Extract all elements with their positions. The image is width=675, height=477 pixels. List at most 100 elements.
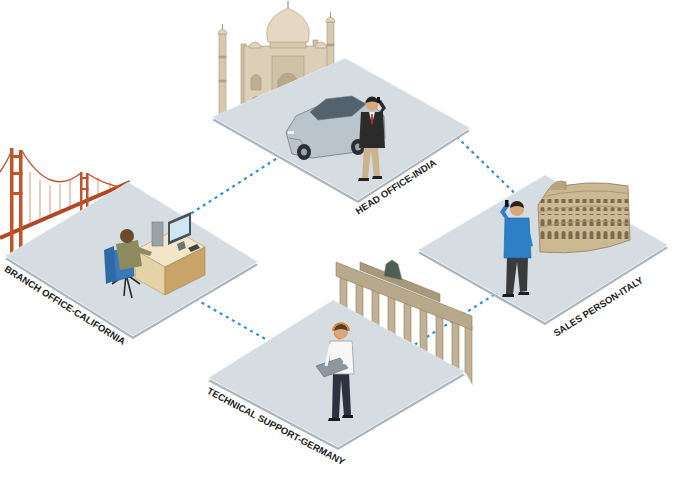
car-part — [301, 149, 307, 156]
dotted-link — [196, 299, 269, 341]
office-desk — [135, 212, 205, 295]
brandenburg-gate-part — [436, 314, 443, 424]
golden-gate-bridge-part — [80, 177, 89, 179]
office-worker-part — [116, 240, 142, 270]
support-technician-part — [332, 372, 351, 418]
colosseum-part-part — [536, 229, 632, 241]
taj-mahal-part — [251, 75, 261, 91]
car-part — [310, 96, 366, 120]
office-worker-part — [120, 229, 134, 243]
man-with-phone-part — [362, 146, 380, 178]
brandenburg-gate-part — [356, 282, 363, 392]
taj-mahal-part — [315, 42, 327, 48]
salesman-with-phone-part — [505, 200, 509, 207]
brandenburg-gate-part — [372, 288, 379, 398]
car-part — [288, 131, 294, 134]
colosseum-part — [548, 181, 566, 190]
brandenburg-gate-part — [388, 295, 395, 405]
man-with-phone-part — [358, 178, 369, 181]
golden-gate-bridge-part — [10, 172, 23, 175]
support-technician-part — [334, 325, 348, 339]
brandenburg-gate-part — [420, 308, 427, 418]
taj-mahal-part — [267, 8, 309, 42]
taj-mahal-part — [272, 56, 304, 116]
office-desk-part — [168, 212, 191, 245]
man-with-phone-part — [366, 97, 379, 104]
colosseum-part-part — [536, 199, 632, 211]
brandenburg-gate-part — [465, 326, 472, 436]
taj-mahal-part — [222, 24, 223, 30]
office-worker-part — [136, 246, 152, 256]
brandenburg-gate-part — [384, 260, 402, 280]
golden-gate-bridge-part — [80, 172, 83, 232]
brandenburg-gate — [336, 260, 472, 436]
taj-mahal-part — [288, 1, 289, 8]
taj-mahal-part — [218, 30, 227, 34]
colosseum-part-part — [536, 214, 632, 226]
golden-gate-bridge-part — [0, 150, 125, 188]
taj-mahal-part — [219, 80, 226, 82]
golden-gate-bridge-part — [80, 188, 89, 190]
support-technician-part — [334, 333, 341, 339]
taj-mahal-part — [326, 18, 335, 23]
office-worker-part — [104, 246, 116, 284]
dotted-link — [185, 156, 280, 217]
office-desk-part — [188, 244, 200, 252]
salesman-with-phone-part — [510, 202, 524, 216]
golden-gate-bridge-part — [10, 192, 23, 195]
man-with-phone — [358, 97, 386, 182]
tile-surface — [208, 300, 465, 447]
brandenburg-gate-part — [336, 262, 472, 330]
salesman-with-phone — [500, 200, 533, 297]
man-with-phone-part — [377, 97, 380, 103]
support-technician-part — [333, 323, 349, 331]
support-technician-part — [342, 415, 353, 418]
office-worker — [104, 229, 152, 298]
man-with-phone-part — [369, 112, 375, 124]
office-desk-part — [170, 216, 189, 241]
support-technician-part — [328, 418, 340, 421]
golden-gate-bridge-part — [19, 150, 23, 260]
taj-mahal-part — [219, 56, 226, 58]
taj-mahal-part — [327, 22, 334, 102]
office-desk-part — [165, 247, 205, 295]
support-technician-part — [316, 358, 348, 377]
taj-mahal-part — [315, 75, 325, 91]
support-technician-part — [334, 324, 348, 331]
golden-gate-bridge-part — [10, 148, 14, 260]
taj-mahal-part — [327, 44, 334, 46]
brandenburg-gate-part — [360, 262, 440, 302]
salesman-with-phone-part — [506, 256, 528, 294]
taj-mahal-part — [219, 34, 226, 129]
man-with-phone-part — [372, 176, 382, 179]
tile-surface — [418, 175, 668, 322]
salesman-with-phone-part — [510, 201, 524, 208]
salesman-with-phone-part — [518, 292, 529, 295]
taj-mahal-part — [251, 97, 261, 113]
brandenburg-gate-part — [452, 320, 459, 430]
taj-mahal-part — [278, 73, 298, 116]
colosseum-part — [536, 191, 632, 241]
golden-gate-bridge-part — [10, 155, 23, 158]
office-desk-part — [177, 241, 186, 251]
man-with-phone-part — [366, 98, 379, 111]
support-technician — [316, 323, 354, 421]
man-with-phone-part — [371, 114, 373, 125]
tile-surface — [212, 58, 470, 200]
support-technician-part — [326, 344, 351, 366]
taj-mahal-part — [249, 42, 261, 48]
taj-mahal-part — [327, 66, 334, 68]
golden-gate-bridge — [0, 148, 130, 260]
salesman-with-phone-part — [502, 294, 514, 297]
office-desk-part — [152, 222, 163, 246]
golden-gate-bridge-part — [86, 173, 89, 231]
colosseum — [536, 181, 632, 253]
dotted-link — [457, 137, 515, 193]
car-part — [297, 144, 311, 160]
brandenburg-gate-part — [404, 301, 411, 411]
man-with-phone-part — [359, 112, 385, 148]
colosseum-part-part — [536, 191, 632, 228]
taj-mahal-part — [330, 12, 331, 18]
